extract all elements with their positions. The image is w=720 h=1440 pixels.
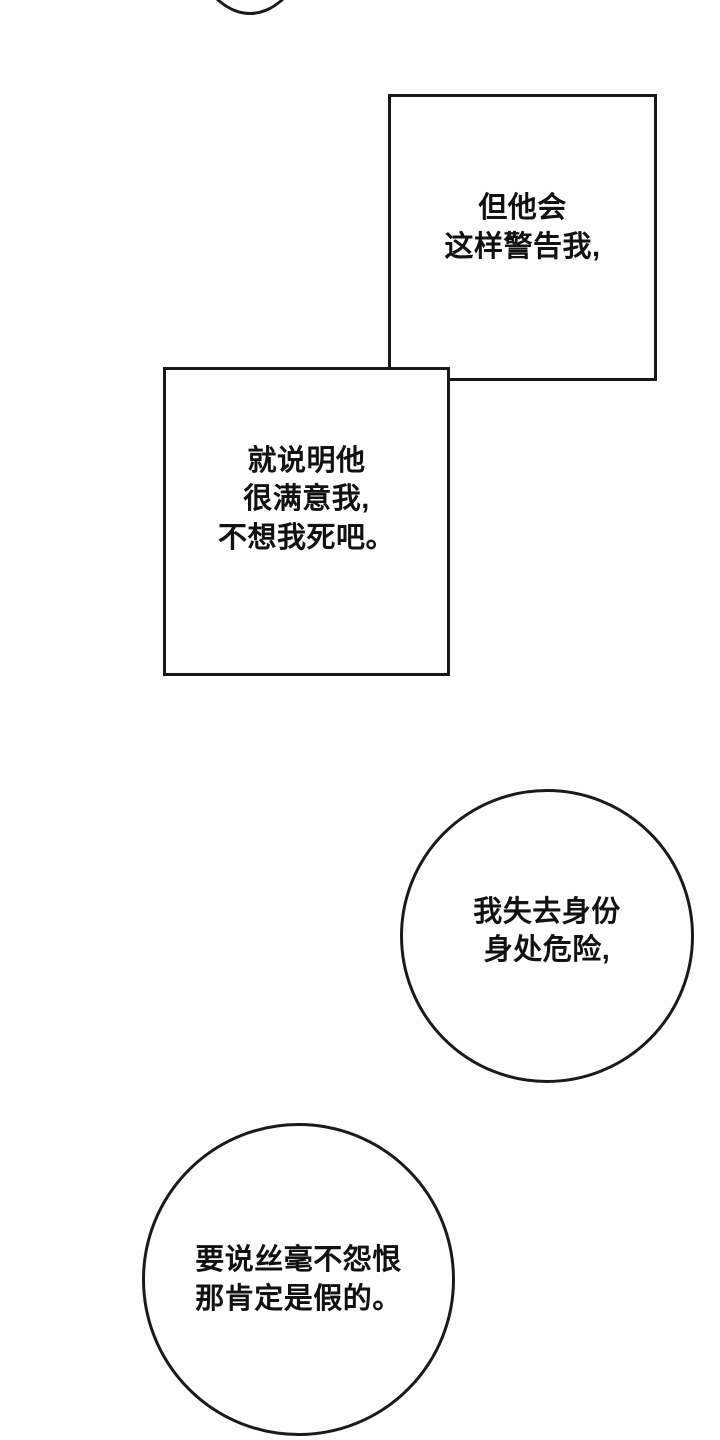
- thought-bubble-upper: 我失去身份 身处危险,: [400, 789, 694, 1083]
- narration-box-lower: 就说明他 很满意我, 不想我死吧。: [163, 367, 450, 676]
- narration-box-upper: 但他会 这样警告我,: [388, 94, 657, 381]
- narration-box-upper-text: 但他会 这样警告我,: [444, 192, 601, 263]
- speech-bubble-partial-top: [170, 0, 330, 15]
- thought-bubble-lower: 要说丝毫不怨恨 那肯定是假的。: [142, 1123, 455, 1436]
- thought-bubble-lower-text: 要说丝毫不怨恨 那肯定是假的。: [195, 1244, 402, 1315]
- narration-box-lower-text: 就说明他 很满意我, 不想我死吧。: [217, 445, 395, 554]
- thought-bubble-upper-text: 我失去身份 身处危险,: [473, 895, 621, 966]
